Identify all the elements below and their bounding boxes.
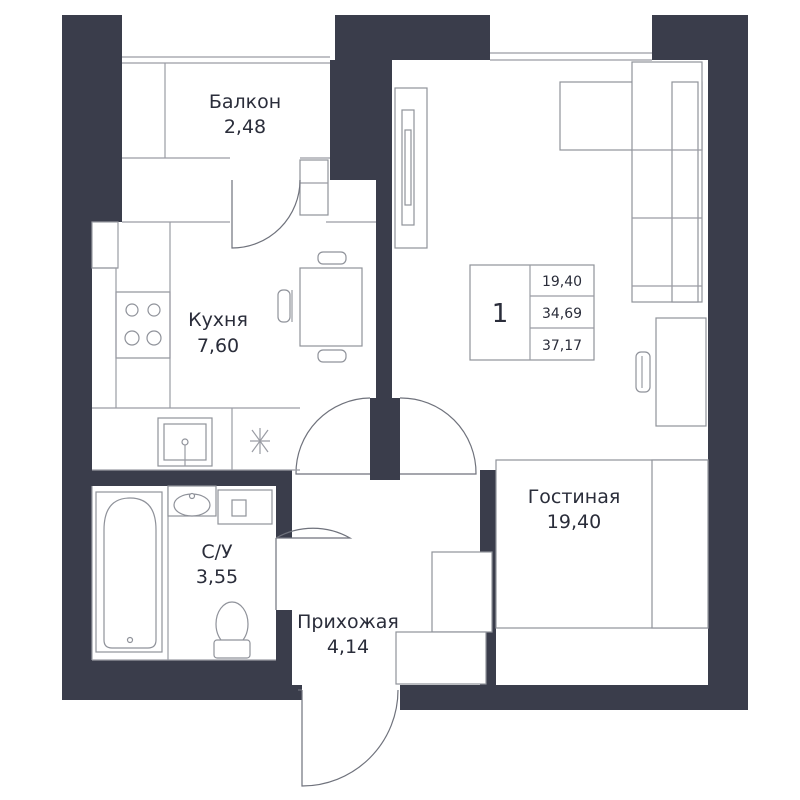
wall-bottom-left (62, 660, 292, 700)
kitchen-name: Кухня (188, 309, 248, 331)
bathroom-furniture (91, 485, 276, 661)
living-door (399, 397, 477, 475)
kitchen-furniture (92, 222, 300, 471)
living-area: 19,40 (547, 511, 601, 533)
kitchen-door (295, 397, 371, 475)
balcony (122, 56, 330, 216)
bed (431, 459, 709, 633)
area-summary: 1 19,40 34,69 37,17 (469, 264, 595, 361)
wall-right (708, 15, 748, 700)
tv-stand (394, 87, 428, 249)
hallway-area: 4,14 (327, 636, 369, 658)
wall-entrance-jamb (292, 680, 302, 700)
entrance-door (301, 689, 399, 787)
hallway-furniture (395, 631, 487, 685)
living-window (490, 15, 652, 61)
room-labels: Балкон 2,48 Кухня 7,60 Гостиная 19,40 С/… (188, 91, 620, 658)
kitchen-area: 7,60 (197, 335, 239, 357)
area-without-balcony-value: 34,69 (542, 306, 582, 322)
bathroom-area: 3,55 (196, 566, 238, 588)
wall-balcony-right (330, 60, 392, 180)
dining-table (277, 251, 363, 363)
bathroom-name: С/У (201, 541, 233, 563)
balcony-name: Балкон (209, 91, 281, 113)
wall-balcony-left (62, 15, 122, 57)
living-name: Гостиная (528, 486, 621, 508)
rooms-count: 1 (492, 299, 509, 329)
desk (635, 317, 707, 427)
wall-top-right (392, 15, 490, 60)
wall-bottom-right (400, 685, 748, 710)
kitchen-walls (91, 157, 376, 269)
balcony-area: 2,48 (224, 116, 266, 138)
total-area-value: 37,17 (542, 338, 582, 354)
hallway-name: Прихожая (297, 611, 399, 633)
sofa (559, 61, 703, 303)
bathroom-door (275, 527, 353, 539)
living-area-value: 19,40 (542, 274, 582, 290)
balcony-door (231, 179, 301, 249)
